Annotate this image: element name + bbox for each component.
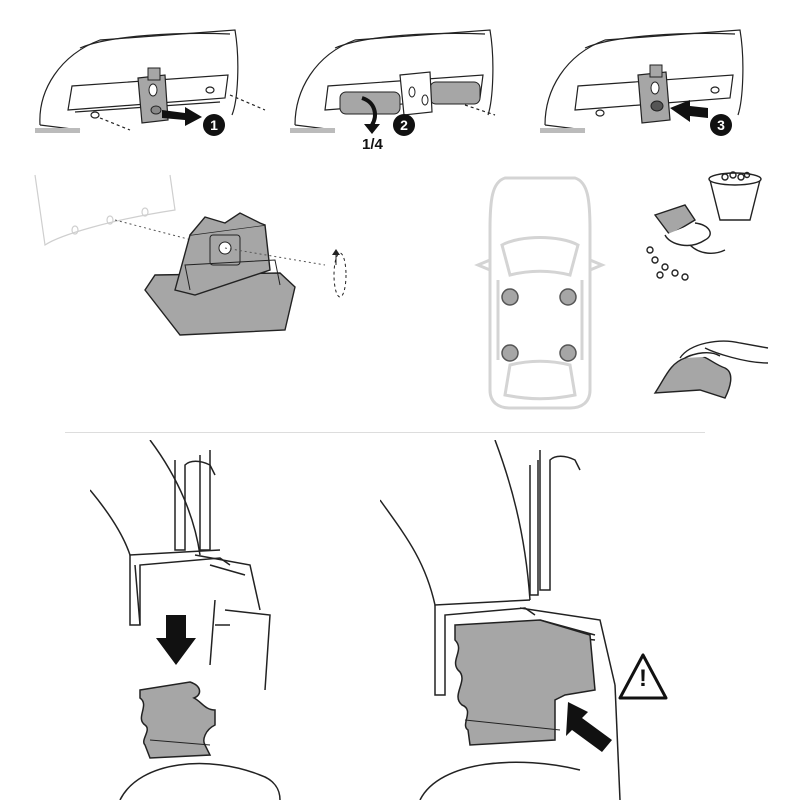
bucket-icon	[708, 171, 762, 221]
cloth-icon	[653, 340, 769, 399]
step-1-panel: 1	[20, 20, 280, 150]
warning-symbol: !	[639, 665, 647, 692]
warning-icon	[618, 653, 668, 700]
step-2-panel: 2 1/4	[280, 20, 520, 155]
step-3-badge: 3	[710, 114, 732, 136]
arrow-diagonal-icon	[566, 702, 612, 752]
arrow-right-icon	[162, 107, 202, 126]
step-3-illustration	[540, 29, 744, 133]
car-top-view	[474, 176, 606, 410]
rotate-arrow-icon	[361, 96, 377, 127]
pad-installed-panel: !	[380, 440, 700, 800]
step-3-panel: 3	[530, 20, 780, 150]
installed-foot-pad	[454, 619, 596, 746]
pad-insertion-panel	[90, 440, 390, 800]
foot-position-front-left	[501, 288, 519, 306]
cleaning-dry-panel	[650, 318, 770, 403]
arrow-down-icon	[156, 615, 196, 665]
arrow-left-icon	[670, 100, 708, 122]
foot-alignment-panel	[30, 165, 360, 350]
foot-alignment-illustration	[34, 174, 347, 336]
foot-position-rear-left	[501, 344, 519, 362]
car-top-view-panel	[470, 170, 610, 415]
foot-position-rear-right	[559, 344, 577, 362]
foot-pad	[139, 681, 216, 759]
step-1-badge: 1	[203, 114, 225, 136]
step-2-illustration	[290, 29, 496, 134]
step-2-badge: 2	[393, 114, 415, 136]
sponge-icon	[646, 204, 726, 281]
rotation-label: 1/4	[362, 136, 383, 153]
step-1-illustration	[35, 29, 266, 133]
cleaning-wash-panel	[635, 165, 765, 295]
section-divider	[65, 432, 705, 433]
foot-position-front-right	[559, 288, 577, 306]
rotation-indicator-icon	[333, 252, 347, 298]
